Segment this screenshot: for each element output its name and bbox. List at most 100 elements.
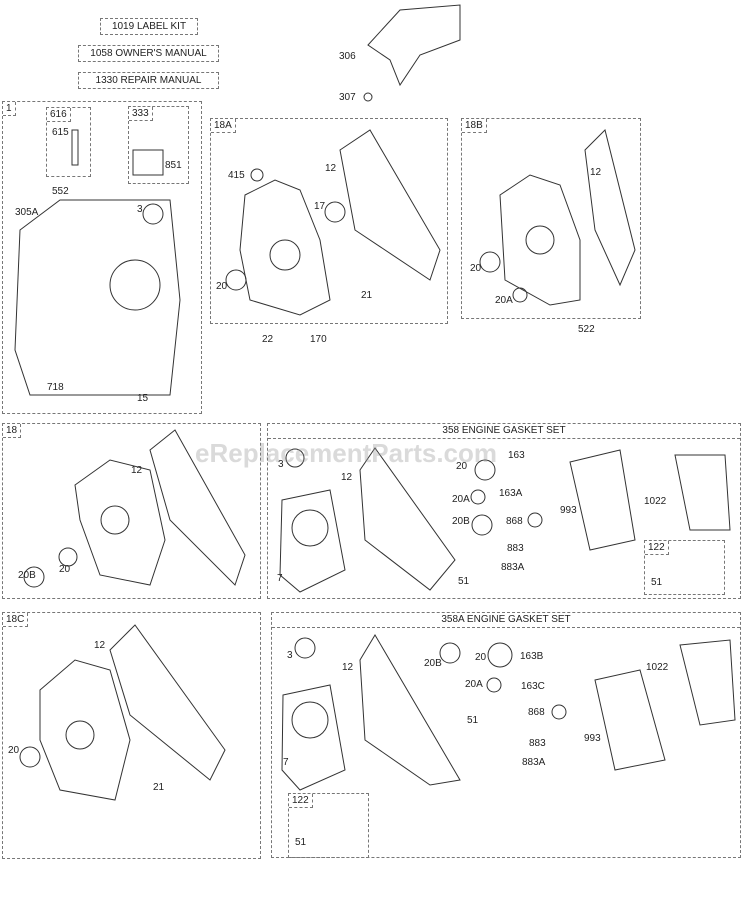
- part-label: 883: [529, 738, 546, 749]
- part-label: 15: [137, 393, 149, 404]
- part-label: 163A: [499, 488, 523, 499]
- part-label: 20: [8, 745, 20, 756]
- valve-cover-gasket-993-358-shape: [569, 449, 636, 551]
- seal-868-358-shape: [527, 512, 543, 528]
- blower-housing-shape: [367, 4, 461, 87]
- part-label: 20: [470, 263, 482, 274]
- part-label: 12: [94, 640, 106, 651]
- head-gasket-bore-358a-shape: [291, 701, 329, 739]
- cover-bore-18b-shape: [525, 225, 555, 255]
- section-358a-engine-gasket-set: 358A ENGINE GASKET SET 3 12 7 20B 20 163…: [271, 612, 741, 858]
- part-label: 12: [341, 472, 353, 483]
- part-label: 17: [314, 201, 326, 212]
- part-label: 21: [153, 782, 165, 793]
- part-label: 163B: [520, 651, 544, 662]
- part-label: 3: [278, 459, 284, 470]
- cover-bore-18-shape: [100, 505, 130, 535]
- part-label: 51: [295, 837, 307, 848]
- part-label: 1022: [646, 662, 669, 673]
- part-label: 3: [287, 650, 293, 661]
- seal-3-358a-shape: [294, 637, 316, 659]
- part-label: 51: [651, 577, 663, 588]
- part-label: 307: [339, 92, 356, 103]
- part-label: 20: [475, 652, 487, 663]
- crankcase-cover-18-shape: [74, 459, 166, 586]
- section-tag: 122: [289, 794, 313, 808]
- seal-20a-18b-shape: [512, 287, 528, 303]
- section-tag: 18A: [211, 119, 236, 133]
- gasket-1022-358-shape: [674, 454, 731, 531]
- part-label: 7: [277, 573, 283, 584]
- gasket-18c-shape: [109, 624, 226, 781]
- part-label: 883A: [501, 562, 525, 573]
- seal-20b-358-shape: [471, 514, 493, 536]
- seal-3-shape: [142, 203, 164, 225]
- part-label: 51: [458, 576, 470, 587]
- part-label: 170: [310, 334, 327, 345]
- head-gasket-bore-358-shape: [291, 509, 329, 547]
- section-title: 358 ENGINE GASKET SET: [268, 424, 740, 439]
- cylinder-block-shape: [14, 199, 181, 396]
- part-label: 12: [590, 167, 602, 178]
- part-label: 993: [584, 733, 601, 744]
- seal-20-18b-shape: [479, 251, 501, 273]
- gasket-12-358-shape: [359, 447, 456, 591]
- section-title: 358A ENGINE GASKET SET: [272, 613, 740, 628]
- subassembly-333: 333: [128, 106, 189, 184]
- head-gasket-358a-shape: [281, 684, 346, 791]
- section-tag: 616: [47, 108, 71, 122]
- cover-bore-18c-shape: [65, 720, 95, 750]
- part-label: 20B: [452, 516, 470, 527]
- gasket-12-358a-shape: [359, 634, 461, 786]
- part-label: 306: [339, 51, 356, 62]
- part-label: 1022: [644, 496, 667, 507]
- part-label: 305A: [15, 207, 39, 218]
- part-label: 12: [131, 465, 143, 476]
- bolt-307-shape: [363, 92, 373, 102]
- part-label: 868: [528, 707, 545, 718]
- part-label: 883: [507, 543, 524, 554]
- gasket-18-shape: [149, 429, 246, 586]
- seal-20a-358-shape: [470, 489, 486, 505]
- part-label: 522: [578, 324, 595, 335]
- section-18c: 18C 12 20 21: [2, 612, 261, 859]
- repair-manual-box: 1330 REPAIR MANUAL: [78, 72, 219, 89]
- part-label: 12: [342, 662, 354, 673]
- crankcase-cover-18a-shape: [239, 179, 331, 316]
- section-tag: 18C: [3, 613, 29, 627]
- section-1: 1 616 333 615 851 552 305A 3 718 15: [2, 101, 202, 414]
- section-358-engine-gasket-set: 358 ENGINE GASKET SET 3 12 7 20 163 20A …: [267, 423, 741, 599]
- dipstick-shape: [71, 129, 79, 166]
- part-label: 21: [361, 290, 373, 301]
- part-label: 20: [456, 461, 468, 472]
- cover-bore-shape: [269, 239, 301, 271]
- seal-20-358-shape: [474, 459, 496, 481]
- part-label: 868: [506, 516, 523, 527]
- seal-3-358-shape: [285, 448, 305, 468]
- section-18a: 18A 415 12 17 20 21: [210, 118, 448, 324]
- part-label: 718: [47, 382, 64, 393]
- seal-20b-358a-shape: [439, 642, 461, 664]
- seal-20b-18-shape: [23, 566, 45, 588]
- seal-20a-358a-shape: [486, 677, 502, 693]
- cap-415-shape: [250, 168, 264, 182]
- head-gasket-358-shape: [279, 489, 346, 593]
- seal-20-18a-shape: [225, 269, 247, 291]
- owners-manual-box: 1058 OWNER'S MANUAL: [78, 45, 219, 62]
- part-label: 20: [216, 281, 228, 292]
- part-label: 20: [59, 564, 71, 575]
- part-label: 20A: [495, 295, 513, 306]
- part-label: 51: [467, 715, 479, 726]
- cylinder-bore-shape: [109, 259, 161, 311]
- crankcase-cover-18b-shape: [499, 174, 581, 306]
- section-18b: 18B 12 20 20A: [461, 118, 641, 319]
- section-tag: 122: [645, 541, 669, 555]
- part-label: 20A: [452, 494, 470, 505]
- valve-cover-gasket-993-358a-shape: [594, 669, 666, 771]
- part-label: 993: [560, 505, 577, 516]
- label-kit-box: 1019 LABEL KIT: [100, 18, 198, 35]
- subassembly-616: 616: [46, 107, 91, 177]
- section-tag: 18B: [462, 119, 487, 133]
